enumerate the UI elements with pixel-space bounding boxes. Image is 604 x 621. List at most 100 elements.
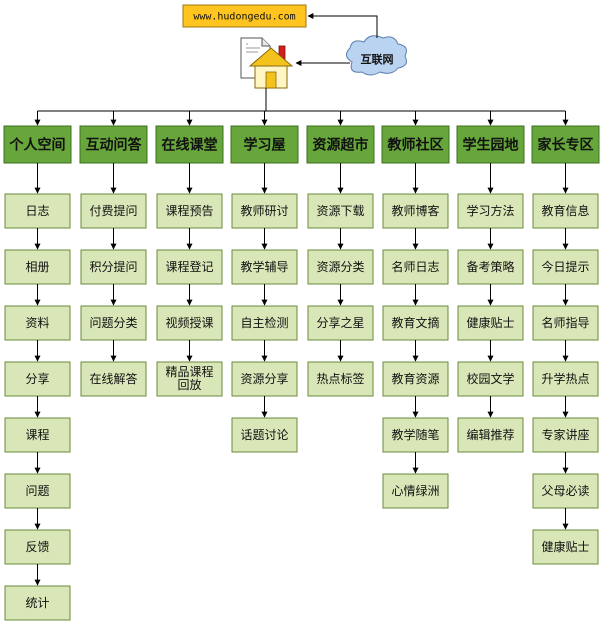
section-title: 互动问答 — [86, 137, 143, 154]
item-label: 反馈 — [25, 540, 49, 554]
item-box[interactable] — [382, 193, 449, 229]
section-box[interactable] — [531, 125, 600, 164]
section-title: 家长专区 — [538, 137, 594, 154]
item-box[interactable] — [457, 193, 524, 229]
item-box[interactable] — [4, 585, 71, 621]
item-label: 问题 — [25, 484, 49, 498]
section-title: 学习屋 — [244, 137, 286, 154]
item-box[interactable] — [382, 473, 449, 509]
site-tree: 个人空间日志相册资料分享课程问题反馈统计互动问答付费提问积分提问问题分类在线解答… — [3, 88, 600, 621]
item-box[interactable] — [532, 529, 599, 565]
item-label: 日志 — [25, 204, 49, 218]
item-box[interactable] — [307, 305, 374, 341]
item-box[interactable] — [231, 305, 298, 341]
item-label: 教学辅导 — [240, 259, 288, 274]
section-box[interactable] — [456, 125, 525, 164]
section-box[interactable] — [79, 125, 148, 164]
item-label: 分享 — [25, 371, 49, 386]
item-label: 积分提问 — [89, 259, 137, 274]
url-box: www.hudongedu.com — [182, 4, 307, 28]
item-box[interactable] — [4, 193, 71, 229]
item-box[interactable] — [382, 249, 449, 285]
item-box[interactable] — [80, 249, 147, 285]
item-label: 统计 — [25, 596, 49, 610]
item-label: 分享之星 — [316, 315, 364, 330]
item-box[interactable] — [382, 305, 449, 341]
item-label: 自主检测 — [240, 315, 288, 330]
item-label: 健康贴士 — [541, 539, 589, 554]
section-title: 学生园地 — [463, 137, 519, 154]
section-box[interactable] — [230, 125, 299, 164]
item-label: 回放 — [177, 377, 201, 392]
item-label: 课程预告 — [165, 203, 213, 218]
item-box[interactable] — [4, 305, 71, 341]
item-box[interactable] — [532, 361, 599, 397]
item-label: 健康贴士 — [466, 315, 514, 330]
item-label: 精品课程 — [165, 364, 213, 379]
house-icon — [248, 45, 294, 89]
item-label: 父母必读 — [541, 484, 589, 498]
section-title: 个人空间 — [9, 137, 66, 154]
item-box[interactable] — [156, 361, 223, 397]
item-label: 视频授课 — [165, 315, 213, 330]
item-box[interactable] — [231, 249, 298, 285]
item-label: 教育信息 — [541, 203, 589, 218]
item-box[interactable] — [457, 417, 524, 453]
item-box[interactable] — [4, 417, 71, 453]
item-box[interactable] — [231, 361, 298, 397]
section-title: 教师社区 — [388, 137, 444, 154]
item-box[interactable] — [231, 417, 298, 453]
item-box[interactable] — [307, 361, 374, 397]
item-box[interactable] — [231, 193, 298, 229]
item-label: 资源分类 — [316, 260, 364, 274]
item-label: 资源分享 — [240, 371, 288, 386]
item-label: 资源下载 — [316, 204, 364, 218]
section-title: 在线课堂 — [162, 137, 218, 154]
item-label: 编辑推荐 — [466, 427, 514, 442]
item-box[interactable] — [457, 249, 524, 285]
item-label: 问题分类 — [89, 316, 137, 330]
item-label: 名师日志 — [391, 259, 439, 274]
item-label: 教育资源 — [391, 371, 439, 386]
item-box[interactable] — [80, 193, 147, 229]
item-box[interactable] — [4, 249, 71, 285]
item-box[interactable] — [307, 249, 374, 285]
item-box[interactable] — [532, 417, 599, 453]
item-box[interactable] — [307, 193, 374, 229]
item-box[interactable] — [80, 305, 147, 341]
item-box[interactable] — [532, 193, 599, 229]
item-label: 付费提问 — [89, 203, 137, 218]
item-label: 专家讲座 — [541, 427, 589, 442]
item-box[interactable] — [156, 249, 223, 285]
item-label: 课程 — [25, 427, 49, 442]
item-label: 名师指导 — [541, 315, 589, 330]
item-label: 教育文摘 — [391, 315, 439, 330]
section-title: 资源超市 — [313, 137, 369, 154]
item-box[interactable] — [156, 305, 223, 341]
item-label: 话题讨论 — [240, 428, 288, 442]
url-label: www.hudongedu.com — [193, 12, 295, 23]
item-box[interactable] — [80, 361, 147, 397]
section-box[interactable] — [3, 125, 72, 164]
item-label: 备考策略 — [466, 259, 514, 274]
item-box[interactable] — [4, 361, 71, 397]
item-label: 学习方法 — [466, 203, 514, 218]
cloud-to-url-arrow — [307, 13, 378, 38]
item-label: 课程登记 — [165, 259, 213, 274]
item-box[interactable] — [457, 361, 524, 397]
item-label: 教师研讨 — [240, 203, 288, 218]
item-box[interactable] — [382, 361, 449, 397]
item-box[interactable] — [156, 193, 223, 229]
item-box[interactable] — [532, 249, 599, 285]
item-box[interactable] — [4, 473, 71, 509]
item-label: 今日提示 — [541, 259, 589, 274]
